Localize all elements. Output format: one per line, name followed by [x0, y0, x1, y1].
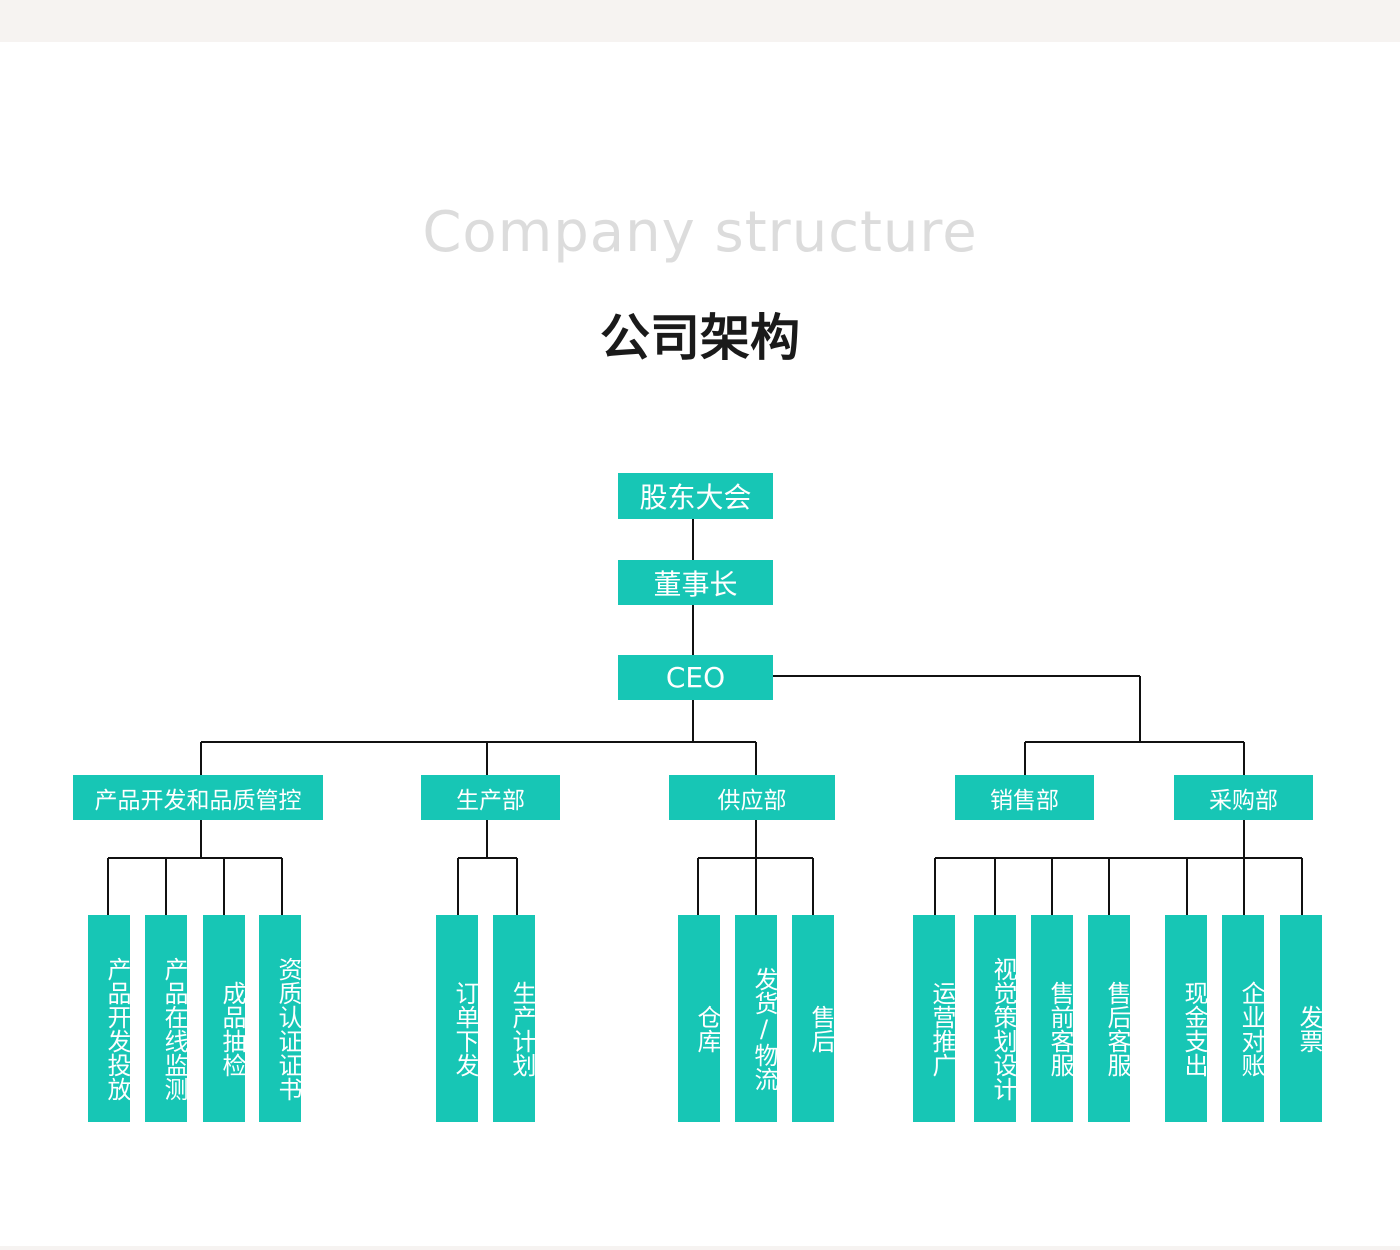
bottom-band [0, 1246, 1400, 1250]
dept-supply: 供应部 [669, 775, 835, 820]
unit-presales-service: 售前客服 [1031, 915, 1074, 1122]
unit-certification: 资质认证证书 [259, 915, 302, 1122]
chairman-node: 董事长 [618, 560, 773, 605]
unit-shipping-logistics: 发货/物流 [735, 915, 778, 1122]
unit-reconciliation: 企业对账 [1222, 915, 1265, 1122]
top-band [0, 0, 1400, 42]
unit-cash-expense: 现金支出 [1165, 915, 1208, 1122]
english-title: Company structure [422, 200, 978, 265]
dept-production: 生产部 [421, 775, 560, 820]
unit-aftersales-service: 售后客服 [1088, 915, 1131, 1122]
unit-online-monitoring: 产品在线监测 [145, 915, 188, 1122]
dept-product-quality: 产品开发和品质管控 [73, 775, 323, 820]
shareholders-node: 股东大会 [618, 473, 773, 519]
chinese-title: 公司架构 [600, 309, 800, 367]
unit-warehouse: 仓库 [678, 915, 721, 1122]
unit-product-launch: 产品开发投放 [88, 915, 131, 1122]
ceo-node: CEO [618, 655, 773, 700]
unit-production-plan: 生产计划 [493, 915, 536, 1122]
dept-purchasing: 采购部 [1174, 775, 1313, 820]
dept-sales: 销售部 [955, 775, 1094, 820]
unit-operations-promotion: 运营推广 [913, 915, 956, 1122]
unit-sampling-inspection: 成品抽检 [203, 915, 246, 1122]
unit-visual-design: 视觉策划设计 [974, 915, 1017, 1122]
unit-after-sales: 售后 [792, 915, 835, 1122]
unit-order-issue: 订单下发 [436, 915, 479, 1122]
unit-invoice: 发票 [1280, 915, 1323, 1122]
